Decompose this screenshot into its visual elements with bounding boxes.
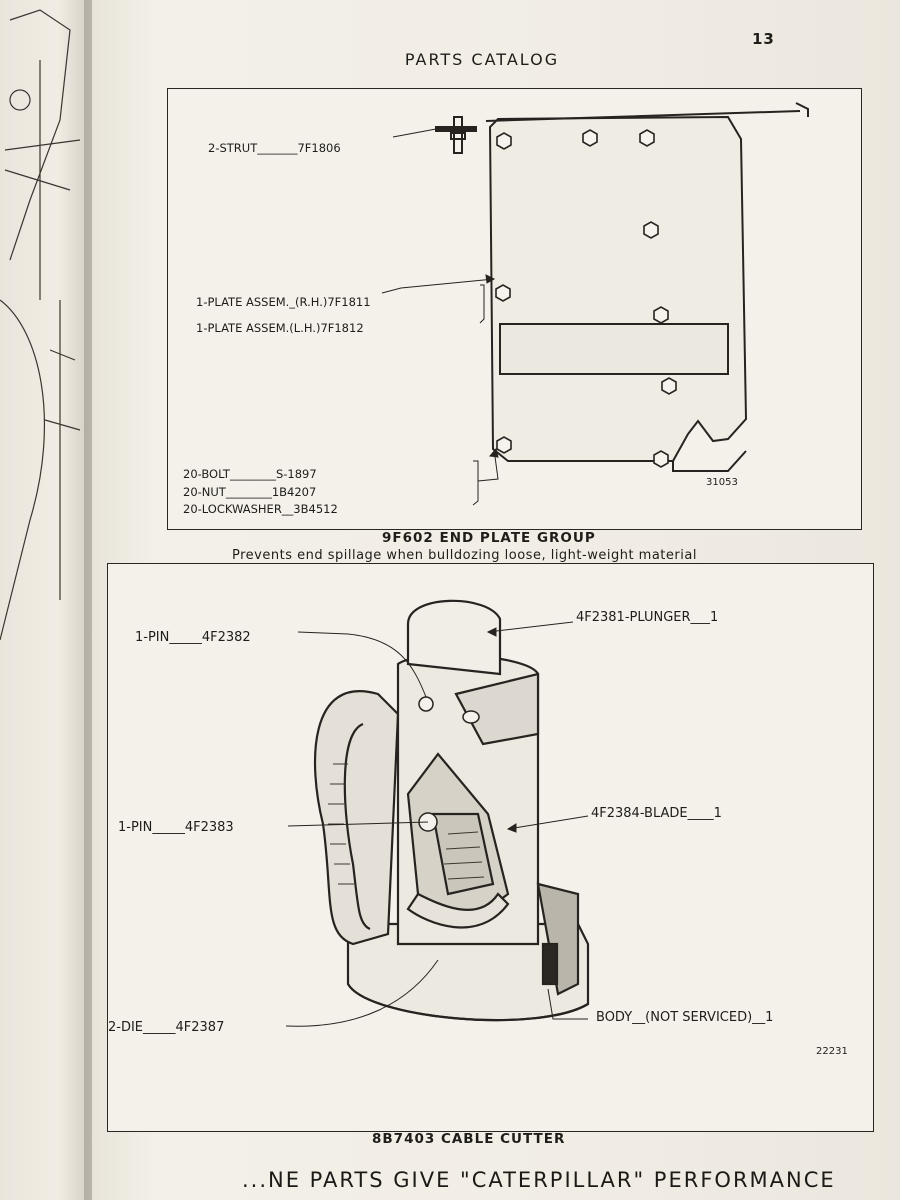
callout-blade: 4F2384-BLADE____1 xyxy=(591,806,722,821)
facing-page-drawing xyxy=(0,9,81,641)
figure-ref-number: 31053 xyxy=(706,477,738,488)
callout-plate-lh: 1-PLATE ASSEM.(L.H.)7F1812 xyxy=(196,321,364,335)
callout-plunger: 4F2381-PLUNGER___1 xyxy=(576,610,719,625)
end-plate-figure: 2-STRUT_______7F1806 1-PLATE ASSEM._(R.H… xyxy=(167,88,862,530)
page-header: PARTS CATALOG xyxy=(404,50,560,69)
callout-pin-4f2383: 1-PIN_____4F2383 xyxy=(118,820,234,835)
callout-plate-rh: 1-PLATE ASSEM._(R.H.)7F1811 xyxy=(196,295,371,309)
figure-ref-number: 22231 xyxy=(816,1046,848,1057)
cable-cutter-drawing xyxy=(285,599,590,1027)
end-plate-drawing xyxy=(381,102,809,506)
callout-lockwasher: 20-LOCKWASHER__3B4512 xyxy=(183,502,338,516)
catalog-page: 13 PARTS CATALOG xyxy=(92,0,900,1200)
end-plate-caption-desc: Prevents end spillage when bulldozing lo… xyxy=(232,548,697,563)
page-number: 13 xyxy=(752,30,775,48)
end-plate-caption-title: 9F602 END PLATE GROUP xyxy=(382,530,596,546)
callout-bolt: 20-BOLT________S-1897 xyxy=(183,467,317,481)
facing-page-edge xyxy=(0,0,96,1200)
page-footer: ...NE PARTS GIVE "CATERPILLAR" PERFORMAN… xyxy=(242,1168,836,1192)
callout-nut: 20-NUT________1B4207 xyxy=(183,485,317,499)
cable-cutter-caption-title: 8B7403 CABLE CUTTER xyxy=(372,1131,566,1147)
callout-body: BODY__(NOT SERVICED)__1 xyxy=(596,1010,774,1025)
callout-die: 2-DIE_____4F2387 xyxy=(108,1020,225,1035)
cable-cutter-figure: 1-PIN_____4F2382 4F2381-PLUNGER___1 1-PI… xyxy=(107,563,874,1132)
callout-strut: 2-STRUT_______7F1806 xyxy=(208,141,341,155)
callout-pin-4f2382: 1-PIN_____4F2382 xyxy=(135,630,251,645)
